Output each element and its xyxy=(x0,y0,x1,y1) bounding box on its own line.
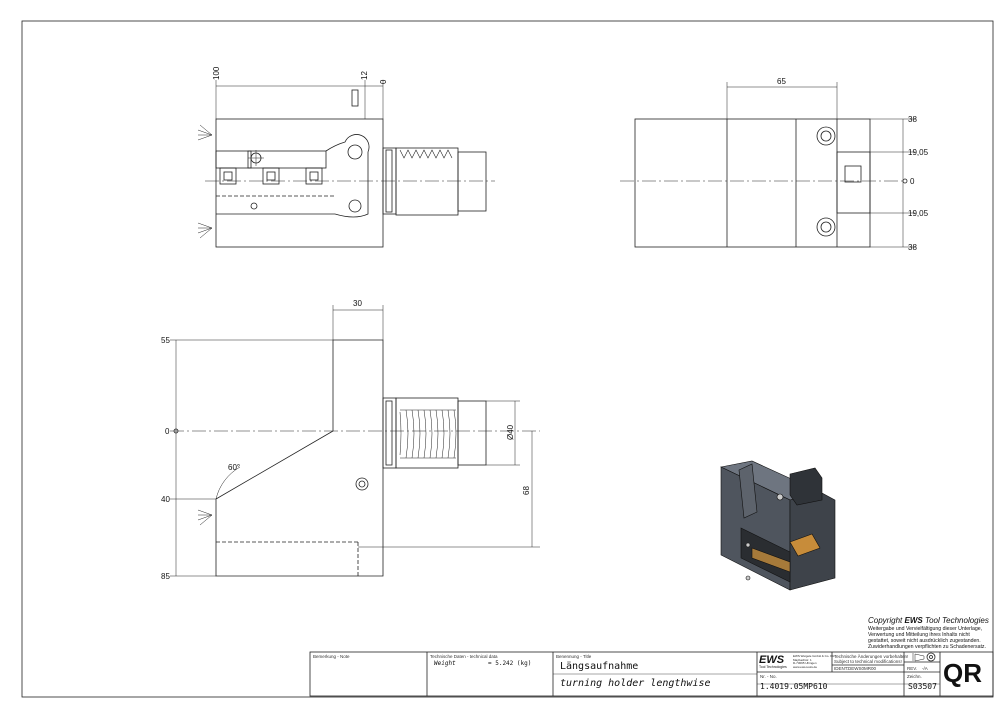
ident-value: DEWS0MR00 xyxy=(848,666,877,671)
drawing-frame xyxy=(21,20,994,698)
side-view xyxy=(620,82,915,248)
copyright-line: gestattet, soweit nicht ausdrücklich zug… xyxy=(868,638,981,644)
copyright-line: Verwertung und Mitteilung ihres Inhalts … xyxy=(868,632,970,638)
ews-logo: EWS Tool Technologies xyxy=(759,654,789,670)
front-view xyxy=(197,80,495,248)
change-note-de: Technische Änderungen vorbehalten! xyxy=(834,654,909,659)
dim-bottom-85: 85 xyxy=(161,572,170,581)
dim-bottom-angle: 60° xyxy=(228,463,240,472)
ews-logo-text: EWS xyxy=(759,654,785,666)
title-german: Längsaufnahme xyxy=(560,661,639,672)
ident-label: IDENT: xyxy=(834,666,849,671)
dim-bottom-55: 55 xyxy=(161,336,170,345)
dim-top-right-0: 0 xyxy=(910,177,915,186)
copyright-brand: EWS xyxy=(904,616,923,625)
dim-bottom-0: 0 xyxy=(165,427,170,436)
part-number-label: Nr. - No. xyxy=(760,674,777,679)
isometric-view xyxy=(720,460,836,591)
dim-top-right-1905b: 19,05 xyxy=(908,209,929,218)
dim-bottom-40: 40 xyxy=(161,495,170,504)
copyright-suffix: Tool Technologies xyxy=(924,616,989,625)
copyright-line: Zuwiderhandlungen verpflichten zu Schade… xyxy=(868,644,986,650)
techdata-label: Technische Daten - technical data xyxy=(430,654,498,659)
copyright-line: Weitergabe und Vervielfältigung dieser U… xyxy=(868,626,983,632)
copyright-notice: Copyright EWS Tool Technologies Weiterga… xyxy=(868,616,993,650)
draft-label: Zeichn. xyxy=(907,674,922,679)
rev-label: REV. xyxy=(907,666,918,671)
remark-label: Bemerkung - Note xyxy=(313,654,350,659)
designation-label: Benennung - Title xyxy=(556,654,592,659)
title-block xyxy=(309,651,994,697)
dim-top-right-65: 65 xyxy=(777,77,786,86)
dim-top-left-0: 0 xyxy=(379,79,388,84)
dim-top-right-38b: 38 xyxy=(908,243,917,252)
company-address: EWS Weigele GmbH & Co. KG Maybachstr. 1 … xyxy=(793,654,835,669)
dim-bottom-30: 30 xyxy=(353,299,362,308)
change-note-en: Subject to technical modifications! xyxy=(834,659,902,664)
ews-logo-sub: Tool Technologies xyxy=(759,665,787,669)
drawing-number: S03507 xyxy=(908,682,937,691)
qr-mark: QR xyxy=(943,658,982,688)
dim-bottom-diameter: Ø40 xyxy=(506,424,515,440)
dim-top-left-100: 100 xyxy=(212,66,221,80)
part-number: 1.4019.05MP610 xyxy=(760,682,828,691)
dim-top-right-38a: 38 xyxy=(908,115,917,124)
rev-value: -/A xyxy=(922,666,928,671)
dim-bottom-68: 68 xyxy=(522,486,531,495)
weight-value: = 5.242 (kg) xyxy=(488,660,532,667)
dim-top-left-12: 12 xyxy=(360,71,369,80)
top-view xyxy=(170,305,540,577)
title-english: turning holder lengthwise xyxy=(560,678,711,689)
weight-label: Weight xyxy=(434,660,456,667)
dim-top-right-1905a: 19,05 xyxy=(908,148,929,157)
copyright-prefix: Copyright xyxy=(868,616,903,625)
